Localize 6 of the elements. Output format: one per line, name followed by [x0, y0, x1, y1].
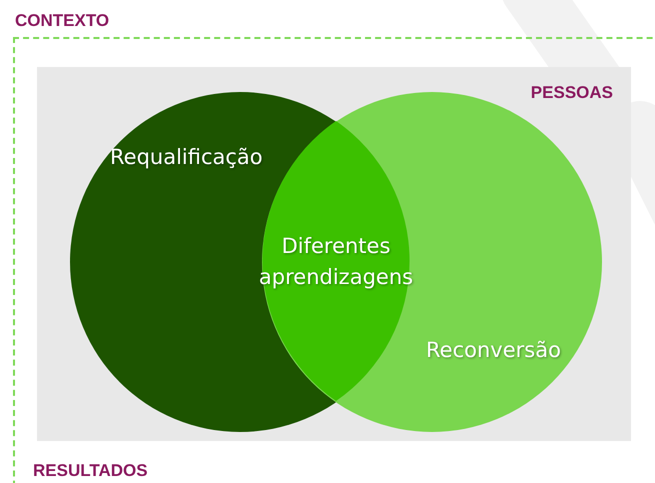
section-heading: RESULTADOS [33, 461, 148, 481]
overlap-label: Diferentes aprendizagens [258, 233, 414, 291]
section-heading: CONTEXTO [15, 11, 110, 31]
circle-label: Reconversão [426, 338, 561, 362]
circle-label: Requalificação [110, 145, 263, 169]
group-heading: PESSOAS [530, 83, 613, 103]
